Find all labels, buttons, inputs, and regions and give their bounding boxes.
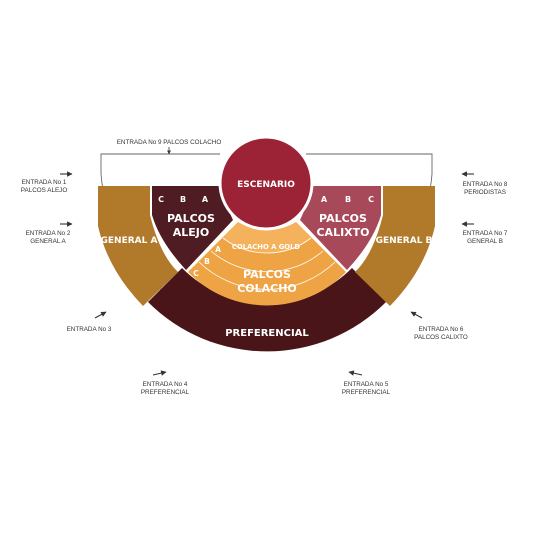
entrance-7-label-2: GENERAL B	[467, 238, 503, 245]
colacho-row-divider-2	[210, 250, 324, 273]
palcos-colacho-label-1: PALCOS	[243, 268, 291, 281]
colacho-row-c: C	[193, 269, 199, 278]
stage-escenario[interactable]	[218, 135, 314, 231]
palcos-calixto-row-a: A	[321, 195, 328, 204]
section-general-b[interactable]	[355, 186, 435, 306]
palcos-alejo-label-1: PALCOS	[167, 212, 215, 225]
entrance-4-arrow	[152, 370, 167, 376]
entrance-5-arrow	[348, 370, 363, 376]
section-palcos-alejo[interactable]	[152, 186, 233, 270]
entrance-3-arrow	[94, 311, 107, 319]
section-preferencial[interactable]	[148, 268, 386, 352]
section-general-a[interactable]	[98, 186, 178, 306]
entrance-2-label-1: ENTRADA No 2	[26, 230, 71, 237]
entrance-3-label: ENTRADA No 3	[67, 326, 112, 333]
section-palcos-calixto[interactable]	[300, 186, 381, 270]
entrance-2-label-2: GENERAL A	[30, 238, 66, 245]
palcos-alejo-row-b: B	[180, 195, 186, 204]
colacho-row-a: A	[215, 245, 221, 254]
entrance-8-label-1: ENTRADA No 8	[463, 181, 508, 188]
palcos-calixto-label-1: PALCOS	[319, 212, 367, 225]
palcos-calixto-label-2: CALIXTO	[316, 226, 369, 239]
general-b-label: GENERAL B	[376, 236, 433, 246]
entrance-1-label-2: PALCOS ALEJO	[21, 187, 68, 194]
entrance-4-label-1: ENTRADA No 4	[143, 381, 188, 388]
palcos-calixto-row-b: B	[345, 195, 351, 204]
entrance-1-label-1: ENTRADA No 1	[22, 179, 67, 186]
entrance-7-label-1: ENTRADA No 7	[463, 230, 508, 237]
palcos-calixto-row-c: C	[368, 195, 374, 204]
palcos-alejo-row-a: A	[202, 195, 209, 204]
entrance-9-label: ENTRADA No 9 PALCOS COLACHO	[117, 139, 222, 146]
palcos-alejo-row-c: C	[158, 195, 164, 204]
entrance-4-label-2: PREFERENCIAL	[141, 389, 190, 396]
colacho-row-divider-3	[198, 261, 336, 290]
preferencial-label: PREFERENCIAL	[225, 328, 309, 339]
entrance-8-label-2: PERIODISTAS	[464, 189, 506, 196]
general-a-label: GENERAL A	[101, 236, 158, 246]
section-colacho-gold[interactable]	[223, 222, 311, 254]
entrance-6-arrow	[410, 311, 423, 319]
palcos-alejo-label-2: ALEJO	[173, 226, 209, 239]
colacho-row-divider-1	[222, 237, 312, 254]
colacho-row-b: B	[204, 257, 210, 266]
palcos-colacho-label-2: COLACHO	[237, 282, 297, 295]
escenario-label: ESCENARIO	[237, 180, 295, 190]
entrance-6-label-2: PALCOS CALIXTO	[414, 334, 468, 341]
section-palcos-colacho[interactable]	[188, 222, 346, 306]
entrance-5-label-1: ENTRADA No 5	[344, 381, 389, 388]
colacho-gold-label: COLACHO A GOLD	[232, 243, 300, 251]
entrance-6-label-1: ENTRADA No 6	[419, 326, 464, 333]
entrance-5-label-2: PREFERENCIAL	[342, 389, 391, 396]
